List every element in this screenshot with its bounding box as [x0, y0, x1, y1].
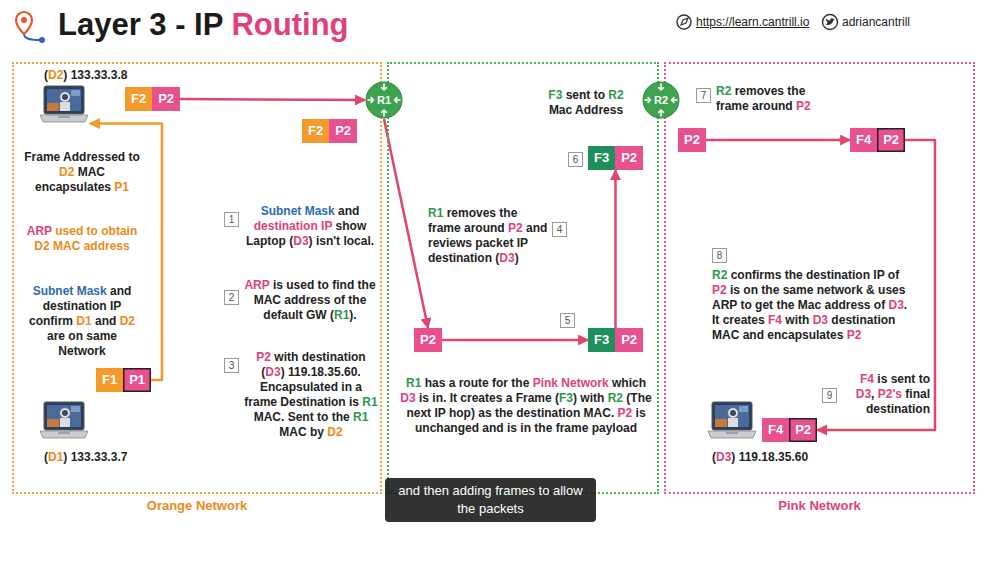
- callout-number: 3: [224, 358, 239, 373]
- annotation-text: R1 has a route for the Pink Network whic…: [400, 376, 652, 436]
- twitter-icon: [823, 15, 838, 30]
- packet-cell: P2: [615, 328, 643, 352]
- packet-cell: P2: [414, 328, 442, 352]
- callout-number: 5: [560, 313, 575, 328]
- packet-cell: P1: [123, 368, 151, 392]
- device-address: (D2) 133.33.3.8: [44, 68, 127, 82]
- callout-number: 2: [224, 290, 239, 305]
- frame-cell: F2: [125, 87, 152, 111]
- frame-packet: F3P2: [588, 146, 643, 170]
- router-name: R2: [642, 81, 680, 119]
- flow-arrow: [384, 119, 428, 328]
- laptop-device: (D3) 119.18.35.60: [706, 400, 758, 444]
- frame-cell: F4: [850, 128, 877, 152]
- router-circle: R1: [365, 81, 403, 119]
- pin-icon: [16, 12, 45, 43]
- frame-packet: F2P2: [125, 87, 180, 111]
- router-circle: R2: [642, 81, 680, 119]
- frame-cell: F2: [302, 119, 329, 143]
- network-label: Pink Network: [666, 498, 973, 513]
- frame-packet: F2P2: [302, 119, 357, 143]
- flow-arrow: [614, 170, 617, 328]
- annotation-text: F4 is sent to D3, P2's final destination: [842, 372, 930, 417]
- callout-number: 9: [822, 388, 837, 403]
- laptop-device: (D2) 133.33.3.8: [38, 84, 90, 128]
- author-handle: adriancantrill: [842, 15, 910, 30]
- flow-arrow: [442, 339, 588, 342]
- frame-packet: F3P2: [588, 328, 643, 352]
- annotation-text: Subnet Mask and destination IP show Lapt…: [244, 204, 376, 249]
- callout-number: 8: [712, 248, 727, 263]
- annotation-text: ARP used to obtain D2 MAC address: [22, 224, 142, 254]
- callout-number: 1: [224, 212, 239, 227]
- diagram-title: Layer 3 - IP Routing: [58, 7, 349, 43]
- frame-cell: F4: [762, 418, 789, 442]
- packet-box: P2: [414, 328, 442, 352]
- frame-cell: F3: [588, 146, 615, 170]
- website-link: https://learn.cantrill.io: [696, 15, 809, 30]
- annotation-text: P2 with destination (D3) 119.18.35.60. E…: [244, 350, 378, 440]
- packet-cell: P2: [877, 128, 905, 152]
- frame-packet: F4P2: [850, 128, 905, 152]
- packet-box: P2: [678, 128, 706, 152]
- callout-number: 7: [696, 88, 711, 103]
- frame-cell: F3: [588, 328, 615, 352]
- device-address: (D3) 119.18.35.60: [712, 450, 808, 464]
- annotation-text: Frame Addressed to D2 MAC encapsulates P…: [22, 150, 142, 195]
- callout-number: 6: [568, 152, 583, 167]
- network-label: Orange Network: [14, 498, 380, 513]
- annotation-text: Subnet Mask and destination IP confirm D…: [27, 284, 137, 359]
- callout-number: 4: [552, 222, 567, 237]
- annotation-text: ARP is used to find the MAC address of t…: [244, 278, 376, 323]
- annotation-text: F3 sent to R2 Mac Address: [540, 88, 632, 118]
- annotation-text: R2 confirms the destination IP of P2 is …: [712, 268, 917, 343]
- device-address: (D1) 133.33.3.7: [44, 450, 127, 464]
- router-name: R1: [365, 81, 403, 119]
- compass-icon: [677, 15, 691, 29]
- laptop-icon: [38, 400, 90, 444]
- frame-packet: F4P2: [762, 418, 817, 442]
- annotation-text: R1 removes the frame around P2 and revie…: [428, 206, 548, 266]
- laptop-icon: [706, 400, 758, 444]
- laptop-icon: [38, 84, 90, 128]
- frame-cell: F1: [96, 368, 123, 392]
- flow-arrow: [706, 139, 850, 142]
- annotation-text: R2 removes the frame around P2: [716, 84, 834, 114]
- frame-packet: F1P1: [96, 368, 151, 392]
- packet-cell: P2: [789, 418, 817, 442]
- packet-cell: P2: [615, 146, 643, 170]
- packet-cell: P2: [678, 128, 706, 152]
- packet-cell: P2: [329, 119, 357, 143]
- flow-arrow: [180, 99, 365, 100]
- video-subtitle: and then adding frames to allow the pack…: [385, 478, 596, 522]
- packet-cell: P2: [152, 87, 180, 111]
- laptop-device: (D1) 133.33.3.7: [38, 400, 90, 444]
